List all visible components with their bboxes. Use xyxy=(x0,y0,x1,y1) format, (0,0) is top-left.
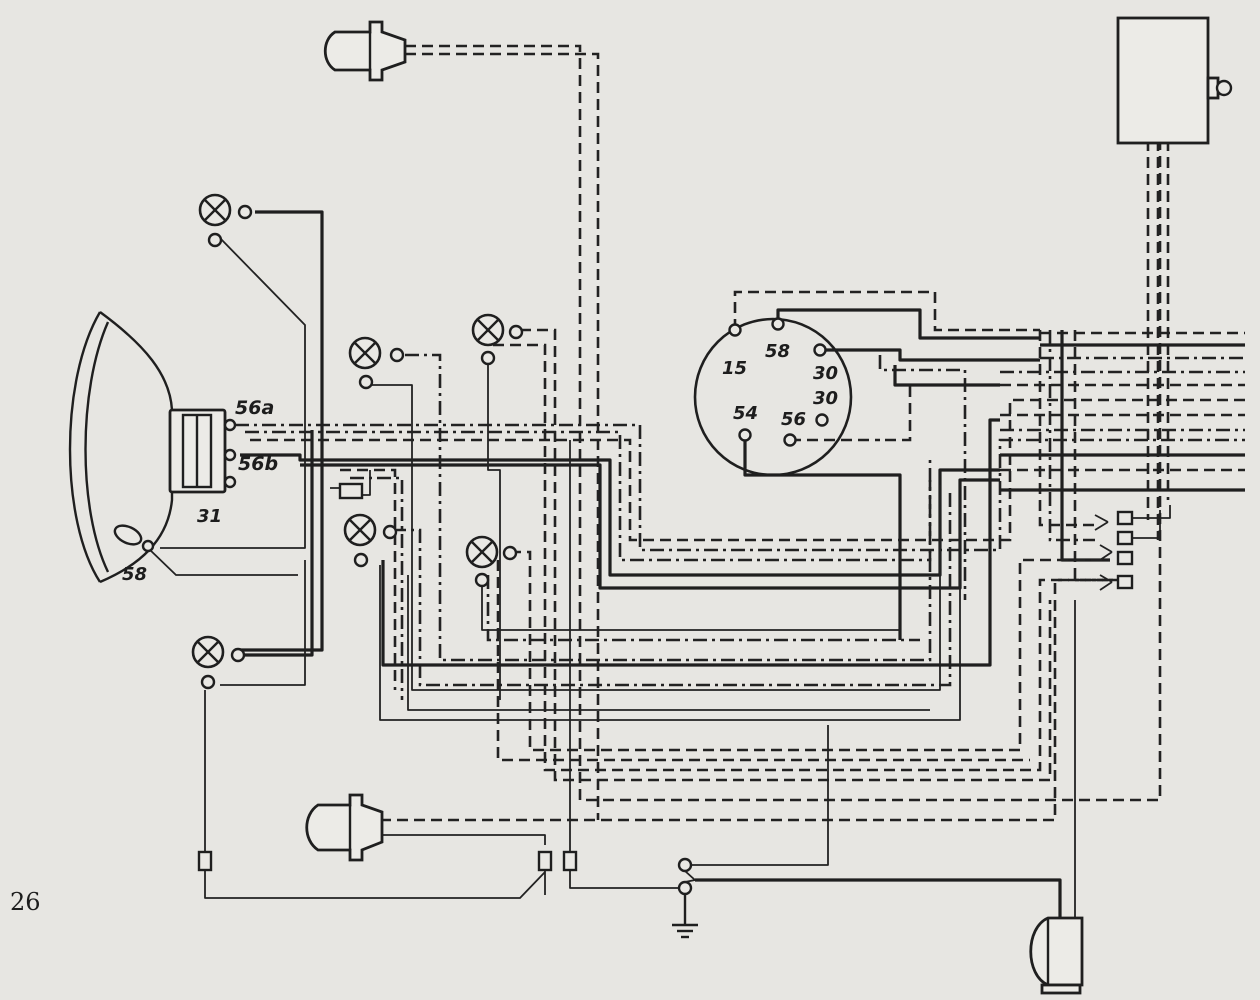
lamp-icon-bottom-left xyxy=(191,635,246,690)
horn-icon xyxy=(1029,916,1084,995)
ignition-switch-terminal-labels: 15 58 30 30 54 56 xyxy=(722,341,838,430)
control-box-icon xyxy=(1116,16,1233,145)
connector-block xyxy=(1094,505,1171,591)
headlamp-terminal-56a: 56a xyxy=(235,397,274,419)
lamp-icon-top-left xyxy=(198,193,253,248)
lamp-icon-top-middle xyxy=(471,313,524,366)
bulb-housing-icon-top xyxy=(323,20,407,82)
headlamp-terminal-31: 31 xyxy=(197,506,222,527)
switch-terminal-15: 15 xyxy=(722,358,747,379)
connector-icon-center-a xyxy=(537,850,553,872)
headlamp-terminal-labels: 56a 56b 31 58 xyxy=(122,397,278,585)
switch-terminal-30-b: 30 xyxy=(813,388,838,409)
switch-terminal-56: 56 xyxy=(781,409,806,430)
switch-terminal-54: 54 xyxy=(733,403,758,424)
headlamp-icon xyxy=(68,311,237,584)
connector-icon-center-b xyxy=(562,850,578,872)
lamp-icon-center-upper xyxy=(348,336,405,390)
headlamp-terminal-58: 58 xyxy=(122,564,147,585)
switch-terminal-30: 30 xyxy=(813,363,838,384)
wire-harness xyxy=(147,44,1245,935)
ignition-switch-icon xyxy=(693,317,853,477)
connector-icon-left xyxy=(197,850,213,872)
lamp-icon-center-lower xyxy=(343,513,398,568)
headlamp-terminal-56b: 56b xyxy=(238,453,278,475)
switch-terminal-58: 58 xyxy=(765,341,790,362)
bulb-housing-icon-bottom xyxy=(305,793,384,862)
brake-switch-icon xyxy=(677,857,696,896)
connector-icon-relay xyxy=(338,482,364,500)
page-number: 26 xyxy=(10,888,41,916)
ground-icon xyxy=(672,894,698,939)
lamp-icon-lower-middle xyxy=(465,535,518,588)
